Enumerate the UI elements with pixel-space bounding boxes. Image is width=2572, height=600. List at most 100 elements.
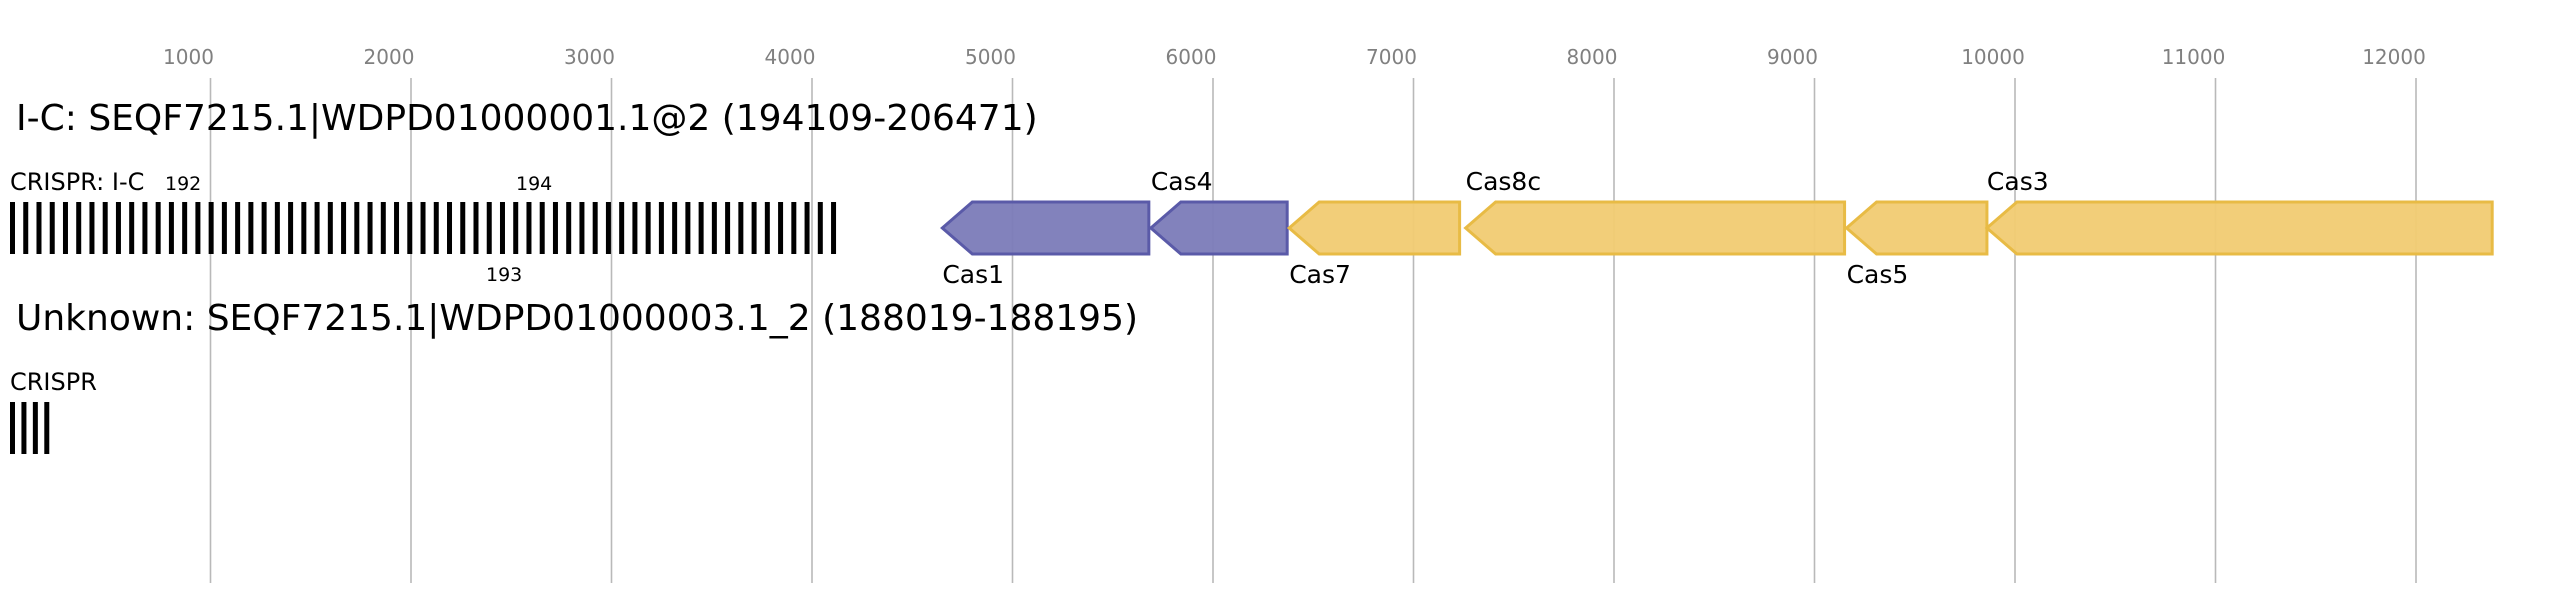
locus-title: Unknown: SEQF7215.1|WDPD01000003.1_2 (18…: [16, 298, 1138, 339]
crispr-repeat: [62, 202, 68, 254]
crispr-repeat: [685, 202, 691, 254]
loci: I-C: SEQF7215.1|WDPD01000001.1@2 (194109…: [10, 98, 2494, 454]
crispr-repeat: [10, 402, 15, 454]
crispr-repeat: [235, 202, 241, 254]
crispr-repeat: [36, 202, 42, 254]
crispr-repeat: [155, 202, 161, 254]
crispr-repeat: [354, 202, 360, 254]
crispr-repeat: [49, 202, 55, 254]
crispr-repeat: [367, 202, 373, 254]
axis-tick-label: 8000: [1567, 45, 1618, 69]
gene-arrow-cas3: [1984, 200, 2494, 256]
crispr-repeat: [447, 202, 453, 254]
crispr-repeat: [261, 202, 267, 254]
crispr-array-label: CRISPR: I-C: [10, 168, 144, 196]
crispr-repeat: [44, 402, 50, 454]
crispr-repeat: [658, 202, 664, 254]
crispr-repeat: [327, 202, 333, 254]
axis-tick-label: 7000: [1366, 45, 1417, 69]
crispr-repeat: [288, 202, 294, 254]
crispr-repeat: [32, 402, 38, 454]
axis-tick-label: 3000: [564, 45, 615, 69]
crispr-repeat: [76, 202, 82, 254]
crispr-repeat: [579, 202, 585, 254]
axis-tick-label: 1000: [163, 45, 214, 69]
crispr-repeat: [791, 202, 797, 254]
axis-tick-label: 12000: [2362, 45, 2426, 69]
crispr-array: 192 194 193: [10, 173, 837, 286]
crispr-repeat: [473, 202, 479, 254]
crispr-repeat: [248, 202, 254, 254]
crispr-repeat: [711, 202, 717, 254]
gene-label: Cas1: [942, 260, 1004, 289]
crispr-repeat: [433, 202, 439, 254]
crispr-repeat: [301, 202, 307, 254]
crispr-repeat: [102, 202, 108, 254]
crispr-repeat: [208, 202, 214, 254]
crispr-repeat: [115, 202, 121, 254]
crispr-repeat: [592, 202, 598, 254]
crispr-repeat: [23, 202, 29, 254]
locus: Unknown: SEQF7215.1|WDPD01000003.1_2 (18…: [10, 298, 1138, 454]
crispr-repeat: [672, 202, 678, 254]
crispr-repeat: [394, 202, 400, 254]
gene-arrow-cas8c: [1463, 200, 1847, 256]
crispr-repeat: [513, 202, 519, 254]
gene-label: Cas5: [1847, 260, 1909, 289]
crispr-array-label: CRISPR: [10, 368, 97, 396]
crispr-repeat: [751, 202, 757, 254]
crispr-repeat: [89, 202, 95, 254]
crispr-repeat: [380, 202, 386, 254]
crispr-repeat: [817, 202, 823, 254]
gene-label: Cas3: [1987, 167, 2049, 196]
crispr-array: [10, 402, 50, 454]
gene-label: Cas7: [1289, 260, 1351, 289]
crispr-repeat: [129, 202, 135, 254]
crispr-repeat: [605, 202, 611, 254]
crispr-repeat: [566, 202, 572, 254]
axis-tick-label: 6000: [1166, 45, 1217, 69]
crispr-repeat: [698, 202, 704, 254]
spacer-number-label: 192: [165, 173, 201, 195]
gene-label: Cas4: [1151, 167, 1213, 196]
axis-tick-label: 4000: [765, 45, 816, 69]
crispr-repeat: [407, 202, 413, 254]
axis-tick-label: 11000: [2162, 45, 2226, 69]
spacer-number-label: 193: [486, 264, 522, 286]
crispr-repeat: [738, 202, 744, 254]
crispr-repeat: [645, 202, 651, 254]
crispr-repeat: [341, 202, 347, 254]
axis-tick-label: 10000: [1961, 45, 2025, 69]
crispr-repeat: [168, 202, 174, 254]
crispr-repeat: [831, 202, 837, 254]
crispr-repeat: [539, 202, 545, 254]
crispr-repeat: [10, 202, 15, 254]
spacer-number-label: 194: [516, 173, 552, 195]
crispr-repeat: [182, 202, 188, 254]
crispr-repeat: [764, 202, 770, 254]
locus-title: I-C: SEQF7215.1|WDPD01000001.1@2 (194109…: [16, 98, 1038, 139]
crispr-repeat: [526, 202, 532, 254]
crispr-repeat: [195, 202, 201, 254]
crispr-repeat: [499, 202, 505, 254]
gene-label: Cas8c: [1466, 167, 1541, 196]
crispr-repeat: [274, 202, 280, 254]
crispr-repeat: [21, 402, 27, 454]
crispr-repeat: [221, 202, 227, 254]
grid-lines: [209, 78, 2417, 583]
crispr-repeat: [460, 202, 466, 254]
crispr-repeat: [420, 202, 426, 254]
gene-arrow-cas1: [940, 200, 1151, 256]
crispr-repeat: [619, 202, 625, 254]
gene-arrow-cas4: [1148, 200, 1289, 256]
crispr-repeat: [552, 202, 558, 254]
axis-tick-label: 5000: [965, 45, 1016, 69]
crispr-repeat: [486, 202, 492, 254]
crispr-repeat: [632, 202, 638, 254]
axis-tick-label: 9000: [1767, 45, 1818, 69]
crispr-repeat: [142, 202, 148, 254]
crispr-repeat: [778, 202, 784, 254]
locus: I-C: SEQF7215.1|WDPD01000001.1@2 (194109…: [10, 98, 2494, 289]
